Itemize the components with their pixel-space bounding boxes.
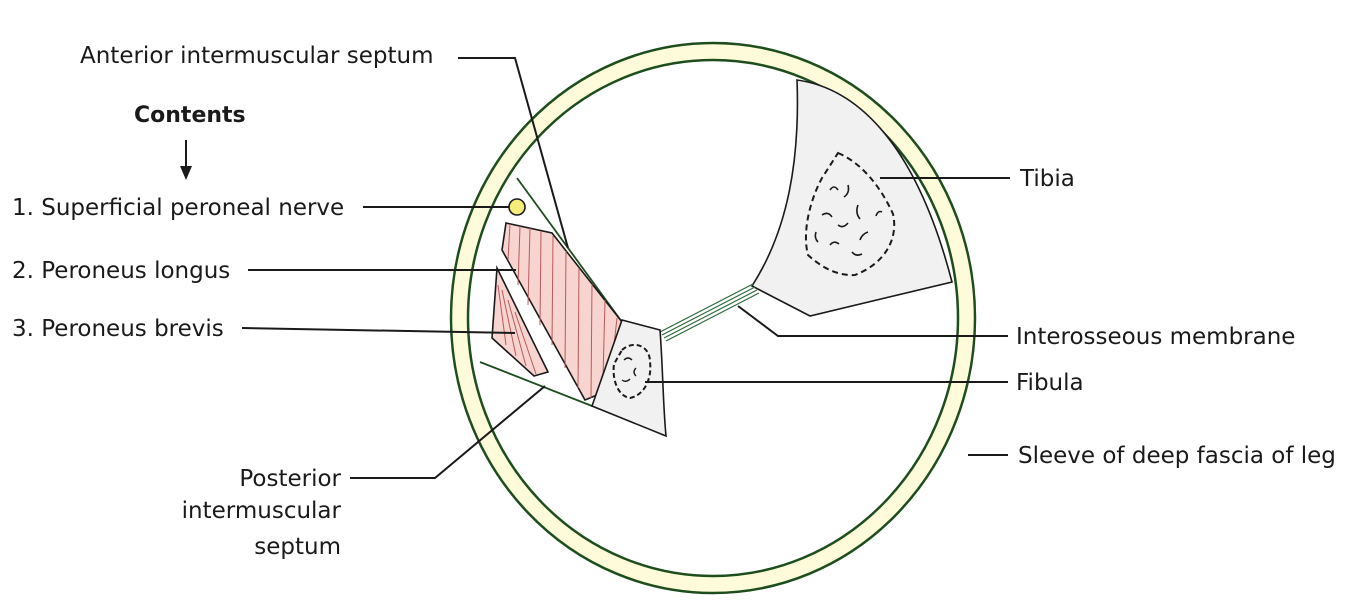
intermuscular-septa (479, 177, 623, 407)
label-posterior-septum-line1: Posterior (239, 466, 341, 492)
label-fibula: Fibula (1016, 370, 1084, 396)
posterior-septum-line (479, 361, 593, 407)
superficial-peroneal-nerve (508, 198, 526, 216)
leader-lines (241, 57, 1010, 479)
label-tibia: Tibia (1019, 166, 1075, 192)
label-contents-heading: Contents (134, 103, 246, 128)
label-peroneus-longus: 2. Peroneus longus (12, 258, 230, 284)
label-anterior-intermuscular-septum: Anterior intermuscular septum (80, 43, 434, 69)
fibula-shape (590, 319, 667, 438)
interosseous-membrane (659, 283, 760, 342)
peroneus-brevis-muscle (491, 264, 550, 377)
label-posterior-septum-line3: septum (254, 534, 341, 560)
label-sleeve-of-deep-fascia: Sleeve of deep fascia of leg (1018, 443, 1336, 469)
leader-peroneus-brevis (241, 327, 516, 334)
tibia-shape (750, 79, 953, 317)
label-superficial-peroneal-nerve: 1. Superficial peroneal nerve (12, 195, 344, 221)
label-interosseous-membrane: Interosseous membrane (1016, 324, 1295, 350)
deep-fascia-sleeve (449, 41, 977, 595)
leader-posterior-septum (350, 385, 546, 479)
tibia-marrow-marks (814, 184, 883, 256)
leader-anterior-septum (458, 57, 569, 249)
leader-interosseous-membrane (737, 305, 1008, 337)
contents-arrow (180, 140, 192, 180)
label-peroneus-brevis: 3. Peroneus brevis (12, 316, 224, 342)
anterior-septum-line (516, 177, 623, 323)
label-posterior-septum-line2: intermuscular (182, 498, 342, 524)
